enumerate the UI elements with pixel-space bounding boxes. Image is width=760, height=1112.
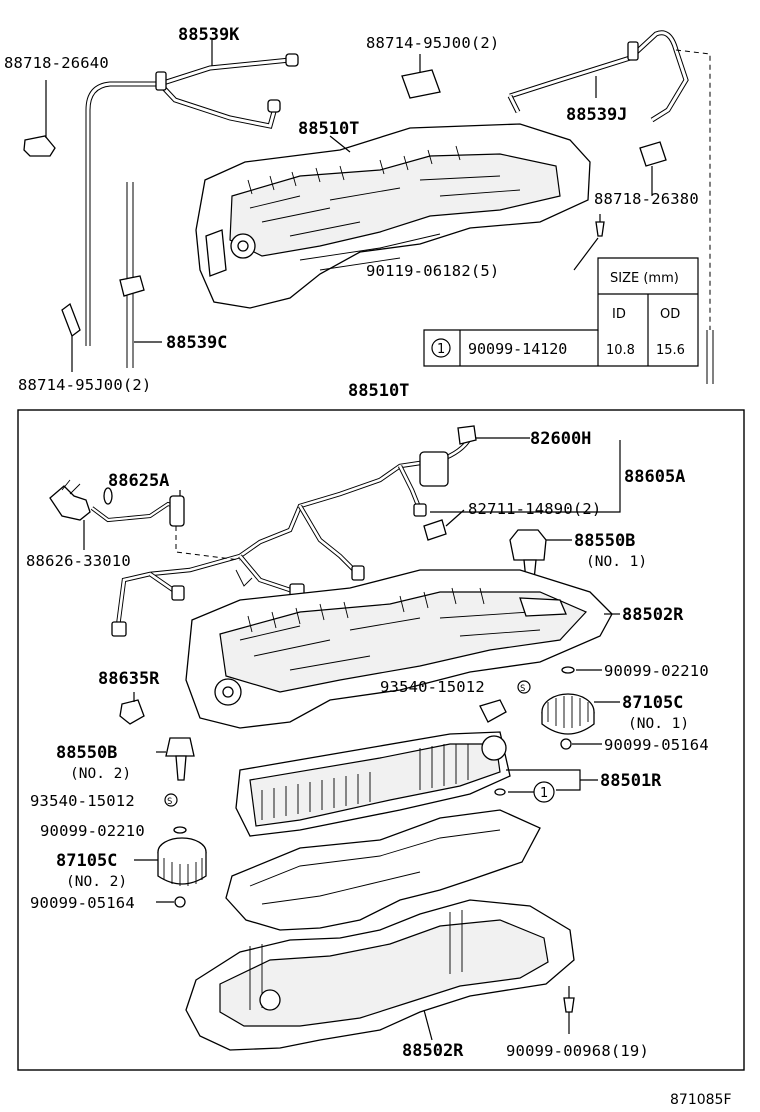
label-88510t-upper: 88510T xyxy=(298,119,359,139)
table-id-value: 10.8 xyxy=(606,343,635,358)
oring-90099-02210-left xyxy=(173,826,187,834)
label-88510t-box: 88510T xyxy=(348,381,409,401)
clip-88714-95j00-top xyxy=(401,54,441,99)
label-88605a: 88605A xyxy=(624,467,685,487)
grommet-88635r xyxy=(119,692,145,725)
figure-code: 871085F xyxy=(670,1092,732,1108)
hose-88539j xyxy=(507,30,714,384)
hose-88539c xyxy=(119,182,162,368)
clip-88718-26640 xyxy=(23,80,56,157)
actuator-88550b-no2 xyxy=(156,737,195,781)
label-90119-06182: 90119-06182(5) xyxy=(366,262,499,280)
table-part-number: 90099-14120 xyxy=(468,340,567,358)
label-88550b-no2: 88550B xyxy=(56,743,117,763)
label-90099-02210-right: 90099-02210 xyxy=(604,662,709,680)
screw-90099-05164-right xyxy=(560,738,602,750)
sensor-88626-33010 xyxy=(49,479,91,550)
oring-90099-02210-right xyxy=(561,666,602,674)
s-symbol-right xyxy=(517,680,531,694)
label-88501r-marker: 1 xyxy=(540,786,548,801)
table-title: SIZE (mm) xyxy=(610,271,679,286)
label-88550b-no1: 88550B xyxy=(574,531,635,551)
label-90099-02210-left: 90099-02210 xyxy=(40,822,145,840)
table-marker: 1 xyxy=(437,342,445,357)
screw-90119-06182 xyxy=(573,214,605,271)
label-88550b-no1-sub: (NO. 1) xyxy=(586,554,647,570)
label-88625a: 88625A xyxy=(108,471,169,491)
unit-88501r xyxy=(235,699,598,837)
label-90099-00968: 90099-00968(19) xyxy=(506,1042,649,1060)
fan-motor-87105c-no1 xyxy=(541,693,620,735)
connector-82600h xyxy=(457,425,530,445)
label-88539c: 88539C xyxy=(166,333,227,353)
label-93540-15012-right: 93540-15012 xyxy=(380,678,485,696)
screw-90099-05164-left xyxy=(156,896,186,908)
label-90099-05164-right: 90099-05164 xyxy=(604,736,709,754)
sensor-harness-88625a xyxy=(90,487,241,561)
label-88714-95j00-left: 88714-95J00(2) xyxy=(18,376,151,394)
label-87105c-no2-sub: (NO. 2) xyxy=(66,874,127,890)
case-lower-88502r xyxy=(185,809,575,1051)
label-82600h: 82600H xyxy=(530,429,591,449)
fan-motor-87105c-no2 xyxy=(134,837,207,886)
label-88626-33010: 88626-33010 xyxy=(26,552,131,570)
size-table xyxy=(423,257,699,367)
label-88714-95j00-top: 88714-95J00(2) xyxy=(366,34,499,52)
label-93540-15012-left: 93540-15012 xyxy=(30,792,135,810)
s-symbol-right-text: S xyxy=(520,684,525,694)
clip-88718-26380 xyxy=(639,141,667,196)
label-88635r: 88635R xyxy=(98,669,160,689)
label-90099-05164-left: 90099-05164 xyxy=(30,894,135,912)
housing-88510t-upper xyxy=(195,123,591,309)
s-symbol-left xyxy=(164,793,178,807)
label-88539k: 88539K xyxy=(178,25,240,45)
s-symbol-left-text: S xyxy=(167,797,172,807)
label-82711-14890: 82711-14890(2) xyxy=(468,500,601,518)
table-col-od: OD xyxy=(660,307,680,322)
label-87105c-no2: 87105C xyxy=(56,851,117,871)
label-88502r-bottom: 88502R xyxy=(402,1041,464,1061)
label-88718-26640: 88718-26640 xyxy=(4,54,109,72)
clip-82711-14890 xyxy=(423,509,465,541)
clip-88714-95j00-left xyxy=(61,302,81,372)
table-col-id: ID xyxy=(612,307,626,322)
label-87105c-no1: 87105C xyxy=(622,693,683,713)
label-88539j: 88539J xyxy=(566,105,627,125)
label-88501r: 88501R xyxy=(600,771,662,791)
label-88502r-top: 88502R xyxy=(622,605,684,625)
screw-90099-00968 xyxy=(563,986,575,1034)
wire-harness-88605a xyxy=(111,436,621,637)
hose-88539k xyxy=(85,40,299,346)
table-od-value: 15.6 xyxy=(656,343,685,358)
assembly-box xyxy=(17,409,745,1071)
cover-88502r-top xyxy=(185,569,620,729)
label-88718-26380: 88718-26380 xyxy=(594,190,699,208)
label-88550b-no2-sub: (NO. 2) xyxy=(70,766,131,782)
label-87105c-no1-sub: (NO. 1) xyxy=(628,716,689,732)
